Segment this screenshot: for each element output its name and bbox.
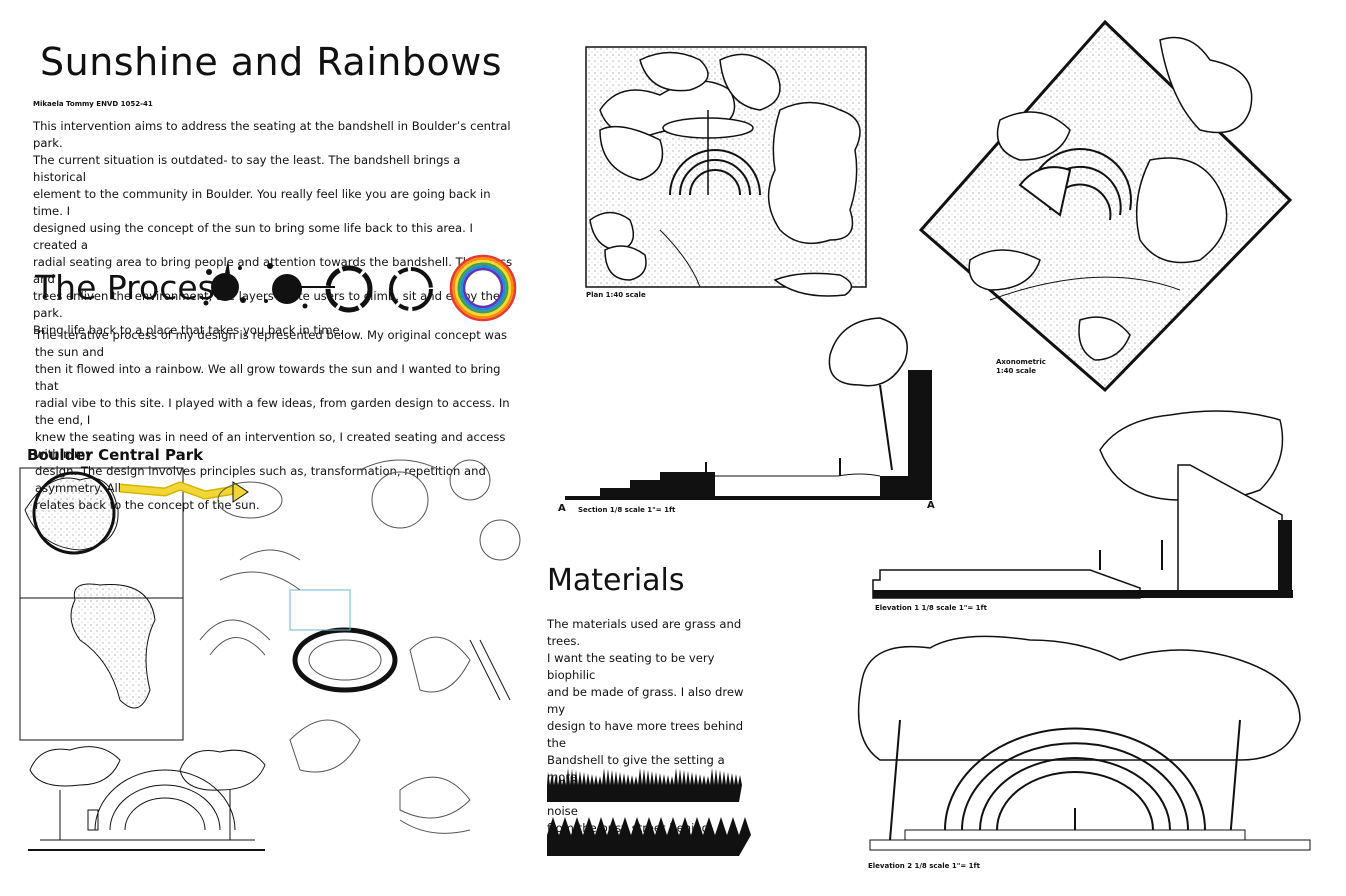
process-line: The iterative process of my design is re… [35,328,508,359]
rainbow-circle-icon [449,254,517,322]
process-line: then it flowed into a rainbow. We all gr… [35,362,501,393]
rainbow-band [460,265,506,311]
intro-line: trees enliven the environment, the layer… [33,289,500,320]
intro-paragraph: This intervention aims to address the se… [33,118,513,339]
axon-caption-title: Axonometric [996,358,1046,366]
rainbow-band [449,254,517,322]
intro-line: This intervention aims to address the se… [33,119,511,150]
bandshell-sketch [28,746,266,851]
axonometric-drawing [918,19,1293,393]
concept-sketches [199,459,521,834]
grass-strip [547,768,742,802]
ink-splat-icon [264,263,335,309]
rainbow-band [452,257,514,319]
forest-strip [547,817,751,856]
park-heading: Boulder Central Park [27,446,204,464]
section-marker-a: A [558,503,566,514]
rainbow-band [454,259,512,317]
park-site-plan [19,467,249,741]
rainbow-band [462,267,504,309]
intro-line: element to the community in Boulder. You… [33,187,491,218]
axon-caption-scale: 1:40 scale [996,367,1037,375]
materials-line: I want the seating to be very biophilic [547,651,715,682]
section-caption: Section 1/8 scale 1"= 1ft [578,506,676,514]
intro-line: The current situation is outdated- to sa… [33,153,461,184]
process-line: radial vibe to this site. I played with … [35,396,510,427]
intro-line: Bring life back to a place that takes yo… [33,323,344,337]
section-drawing [565,317,932,500]
brush-circle-icon [325,265,373,313]
materials-line: Bandshell to give the setting a more [547,753,725,784]
intro-line: radial seating area to bring people and … [33,255,513,286]
elevation1-drawing [872,410,1293,599]
elevation1-caption: Elevation 1 1/8 scale 1"= 1ft [875,604,987,612]
materials-line: design to have more trees behind the [547,719,744,750]
elevation2-caption: Elevation 2 1/8 scale 1"= 1ft [868,862,980,870]
process-paragraph: The iterative process of my design is re… [35,327,525,514]
intro-line: designed using the concept of the sun to… [33,221,473,252]
rainbow-band [457,262,509,314]
section-marker-a1: A [927,500,935,511]
materials-heading: Materials [547,563,685,598]
materials-line: The materials used are grass and trees. [547,617,742,648]
page-title: Sunshine and Rainbows [40,40,503,84]
author-line: Mikaela Tommy ENVD 1052-41 [33,100,153,108]
brush-circle-icon [389,267,433,311]
grass-silhouette [547,768,742,802]
plan-drawing [585,46,867,297]
ink-splat-icon [203,260,246,306]
process-line: knew the seating was in need of an inter… [35,430,506,461]
elevation2-drawing [857,635,1311,851]
process-heading: The Process [35,268,233,307]
plan-caption: Plan 1:40 scale [586,291,646,299]
forest-silhouette [547,817,751,856]
materials-line: and be made of grass. I also drew my [547,685,744,716]
